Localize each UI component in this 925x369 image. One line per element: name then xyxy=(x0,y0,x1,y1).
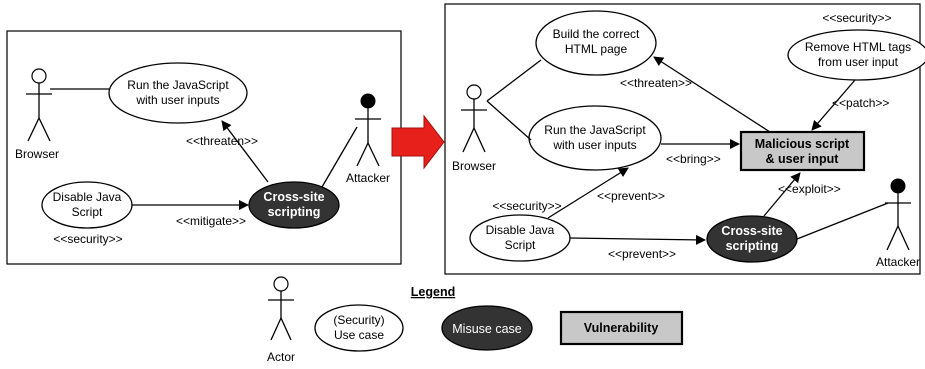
left-attacker-actor xyxy=(355,93,381,167)
svg-text:(Security): (Security) xyxy=(333,313,384,327)
svg-text:with user inputs: with user inputs xyxy=(552,138,636,152)
svg-text:Run the JavaScript: Run the JavaScript xyxy=(544,123,646,137)
left-browser-actor xyxy=(26,68,52,142)
right-patch-arrow xyxy=(811,79,856,131)
right-browser-label: Browser xyxy=(452,159,496,173)
right-attacker-label: Attacker xyxy=(876,255,920,269)
right-prevent-lower-arrow xyxy=(569,234,706,245)
legend-usecase: (Security) Use case xyxy=(314,304,404,352)
right-xss-attacker-assoc xyxy=(796,202,889,240)
left-xss-attacker-assoc xyxy=(321,126,358,188)
right-attacker-actor xyxy=(885,178,911,251)
right-usecase-remove-tags: Remove HTML tags from user input xyxy=(787,29,925,81)
left-threaten-label: <<threaten>> xyxy=(186,134,258,148)
svg-text:Vulnerability: Vulnerability xyxy=(584,321,659,335)
svg-text:from user input: from user input xyxy=(818,55,899,69)
legend-actor-icon xyxy=(268,276,294,341)
left-threaten-arrow xyxy=(221,120,269,183)
transition-arrow-icon xyxy=(391,114,445,170)
svg-text:scripting: scripting xyxy=(268,205,321,219)
left-mitigate-label: <<mitigate>> xyxy=(176,214,246,228)
svg-text:Disable Java: Disable Java xyxy=(486,223,555,237)
legend-misuse-case: Misuse case xyxy=(441,305,533,351)
right-usecase-disable-js: Disable Java Script xyxy=(469,214,571,262)
left-misuse-xss: Cross-site scripting xyxy=(248,181,340,229)
svg-text:with user inputs: with user inputs xyxy=(135,93,219,107)
right-browser-runjs-assoc xyxy=(486,100,532,141)
svg-text:& user input: & user input xyxy=(766,152,840,166)
right-prevent-upper-arrow xyxy=(547,167,629,219)
right-exploit-label: <<exploit>> xyxy=(778,182,841,196)
right-patch-label: <<patch>> xyxy=(832,96,889,110)
left-attacker-label: Attacker xyxy=(346,171,390,185)
right-threaten-arrow xyxy=(653,56,771,133)
right-threaten-label: <<threaten>> xyxy=(620,76,692,90)
left-usecase-disable-js: Disable Java Script xyxy=(41,181,133,229)
right-misuse-xss: Cross-site scripting xyxy=(706,215,798,263)
left-usecase-run-js: Run the JavaScript with user inputs xyxy=(108,62,248,124)
svg-text:Build the correct: Build the correct xyxy=(553,27,640,41)
right-browser-actor xyxy=(461,84,487,153)
svg-text:Disable Java: Disable Java xyxy=(53,190,122,204)
legend-vulnerability: Vulnerability xyxy=(559,310,684,346)
right-security-left-label: <<security>> xyxy=(492,199,561,213)
right-exploit-arrow xyxy=(763,172,801,217)
svg-text:Use case: Use case xyxy=(334,328,384,342)
legend-actor-label: Actor xyxy=(267,350,295,364)
svg-text:Cross-site: Cross-site xyxy=(721,224,782,238)
right-usecase-run-js: Run the JavaScript with user inputs xyxy=(528,105,662,171)
right-bring-label: <<bring>> xyxy=(666,152,721,166)
svg-text:Misuse case: Misuse case xyxy=(452,322,522,336)
right-vulnerability-box: Malicious script & user input xyxy=(739,130,866,172)
right-prevent-upper-label: <<prevent>> xyxy=(597,189,665,203)
left-browser-label: Browser xyxy=(15,147,59,161)
legend-title: Legend xyxy=(411,285,455,299)
right-browser-buildhtml-assoc xyxy=(486,59,542,102)
svg-text:Script: Script xyxy=(505,238,536,252)
right-usecase-build-html: Build the correct HTML page xyxy=(535,10,657,76)
svg-text:Cross-site: Cross-site xyxy=(263,190,324,204)
svg-text:Script: Script xyxy=(72,205,103,219)
right-security-top-label: <<security>> xyxy=(822,11,891,25)
svg-text:HTML page: HTML page xyxy=(565,42,628,56)
right-prevent-lower-label: <<prevent>> xyxy=(608,247,676,261)
left-security-label: <<security>> xyxy=(53,232,122,246)
svg-text:Malicious script: Malicious script xyxy=(755,137,850,151)
svg-text:scripting: scripting xyxy=(726,239,779,253)
svg-text:Remove HTML tags: Remove HTML tags xyxy=(805,40,911,54)
svg-text:Run the JavaScript: Run the JavaScript xyxy=(127,78,229,92)
